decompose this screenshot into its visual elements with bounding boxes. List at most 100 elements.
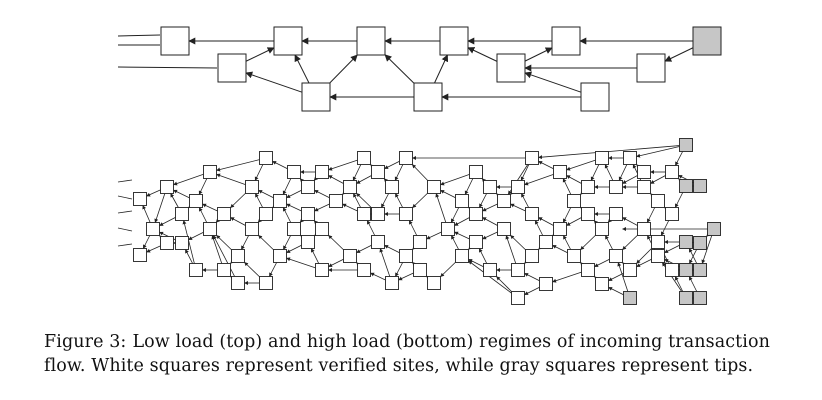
high-load-edge <box>254 164 264 181</box>
verified-site <box>623 263 637 277</box>
verified-site <box>637 180 651 194</box>
tip-site <box>693 236 707 250</box>
high-load-edge <box>622 175 638 184</box>
verified-site <box>146 222 160 236</box>
high-load-edge <box>411 164 429 181</box>
high-load-edge <box>674 276 684 292</box>
verified-site <box>160 26 190 56</box>
verified-site <box>665 165 679 179</box>
high-load-edge <box>482 203 498 212</box>
tip-site <box>623 291 637 305</box>
verified-site <box>399 151 413 165</box>
caption-text-1: Low load (top) and high load (bottom) re… <box>132 332 770 352</box>
low-load-edge <box>329 54 358 84</box>
high-load-edge <box>521 193 529 208</box>
high-load-edge <box>496 276 512 292</box>
high-load-edge <box>538 145 680 160</box>
verified-site <box>567 194 581 208</box>
high-load-edge <box>608 272 624 282</box>
verified-site <box>343 180 357 194</box>
tangle-diagram <box>117 26 722 305</box>
high-load-edge <box>646 207 656 223</box>
high-load-edge <box>552 271 582 283</box>
tip-site <box>693 179 707 193</box>
verified-site <box>357 207 371 221</box>
high-load-edge <box>379 248 391 277</box>
high-load-edge <box>552 244 568 254</box>
verified-site <box>595 151 609 165</box>
caption-line-1: Figure 3:Low load (top) and high load (b… <box>44 330 804 354</box>
verified-site <box>259 151 273 165</box>
high-load-edge <box>314 203 330 212</box>
high-load-edge <box>328 258 344 268</box>
high-load-edge <box>146 189 161 197</box>
high-load-edge <box>255 193 263 208</box>
verified-site <box>441 222 455 236</box>
high-load-edge <box>216 173 246 186</box>
high-load-edge <box>356 175 372 184</box>
verified-site <box>175 207 189 221</box>
high-load-edge <box>454 231 470 240</box>
verified-site <box>231 276 245 290</box>
high-load-edge <box>562 207 572 223</box>
verified-site <box>511 263 525 277</box>
verified-site <box>539 235 553 249</box>
high-load-edge <box>216 159 260 172</box>
high-load-edge <box>580 234 596 251</box>
high-load-edge <box>198 207 208 223</box>
verified-site <box>581 263 595 277</box>
verified-site <box>273 26 303 56</box>
verified-site <box>315 222 329 236</box>
high-load-edge <box>636 258 652 268</box>
high-load-edge <box>440 261 456 278</box>
high-load-edges <box>117 145 713 300</box>
high-load-edge <box>142 235 151 249</box>
high-load-edge <box>454 217 470 226</box>
high-load-edge <box>146 245 161 253</box>
verified-site <box>553 165 567 179</box>
verified-site <box>301 207 315 221</box>
high-load-edge <box>524 173 554 186</box>
high-load-edge <box>173 189 190 199</box>
high-load-edge <box>241 235 249 250</box>
verified-site <box>301 235 315 249</box>
verified-site <box>665 263 679 277</box>
verified-site <box>511 180 525 194</box>
high-load-edge <box>660 220 670 236</box>
high-load-edge <box>394 164 404 181</box>
verified-site <box>231 249 245 263</box>
high-load-edge <box>617 262 629 292</box>
verified-site <box>637 222 651 236</box>
high-load-edge <box>435 193 447 223</box>
verified-site <box>609 207 623 221</box>
low-load-edge <box>245 47 275 62</box>
verified-site <box>371 165 385 179</box>
high-load-edge <box>356 192 372 209</box>
high-load-edge <box>211 235 223 264</box>
high-load-edge <box>622 234 638 251</box>
verified-site <box>455 249 469 263</box>
caption-label: Figure 3: <box>44 332 127 352</box>
high-load-edge <box>605 235 613 250</box>
high-load-edge <box>142 205 151 223</box>
verified-site <box>469 207 483 221</box>
high-load-edge <box>282 178 292 195</box>
high-load-edge <box>384 160 400 170</box>
high-load-edge <box>505 235 517 264</box>
high-load-edge <box>520 164 530 181</box>
verified-site <box>371 235 385 249</box>
verified-site <box>175 236 189 250</box>
high-load-incoming-line <box>117 195 133 200</box>
high-load-edge <box>524 286 540 296</box>
verified-site <box>357 151 371 165</box>
verified-site <box>595 277 609 291</box>
verified-site <box>413 82 443 112</box>
high-load-edge <box>538 160 554 170</box>
high-load-edge <box>618 164 628 181</box>
verified-site <box>273 249 287 263</box>
verified-site <box>287 222 301 236</box>
high-load-edge <box>213 235 235 277</box>
high-load-edge <box>230 217 246 226</box>
high-load-edge <box>170 193 179 208</box>
high-load-edge <box>370 272 386 281</box>
